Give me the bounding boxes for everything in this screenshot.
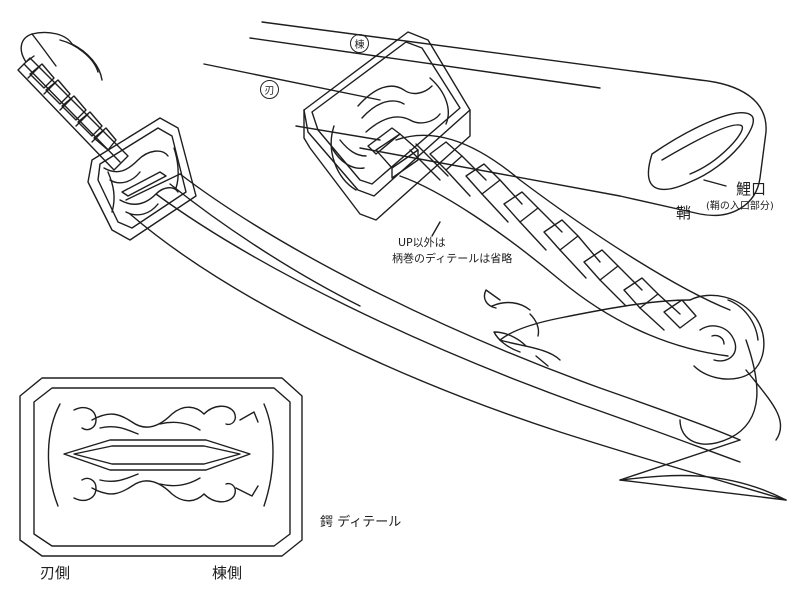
small-sword-cord: [20, 31, 103, 81]
mine-circle-label: 棟: [350, 34, 369, 53]
closeup-handle: [395, 134, 731, 357]
closeup-note-line-2: 柄巻のディテールは省略: [392, 252, 513, 265]
koiguchi-note: (鞘の入口部分): [706, 201, 774, 212]
scabbard: [203, 21, 767, 216]
small-sword-blade: [125, 173, 787, 501]
tsuba-detail-label: 鍔 ディテール: [320, 515, 402, 530]
koiguchi-label: 鯉口: [736, 180, 767, 198]
back-side-label: 棟側: [212, 564, 243, 582]
tsuba-detail-drawing: [19, 377, 303, 557]
blade-side-label: 刃側: [40, 564, 71, 582]
small-sword-tsuba: [87, 117, 197, 241]
small-sword-handle: [17, 57, 129, 171]
closeup-habaki: [375, 133, 419, 179]
ha-circle-label: 刃: [260, 80, 279, 99]
closeup-note-line-1: UP以外は: [398, 236, 446, 249]
closeup-tsuba: [303, 31, 471, 221]
note-leader: [431, 221, 441, 237]
closeup-cord: [483, 289, 782, 445]
koiguchi-leader: [703, 179, 727, 187]
closeup-pommel: [689, 294, 765, 380]
saya-label: 鞘: [676, 204, 692, 222]
